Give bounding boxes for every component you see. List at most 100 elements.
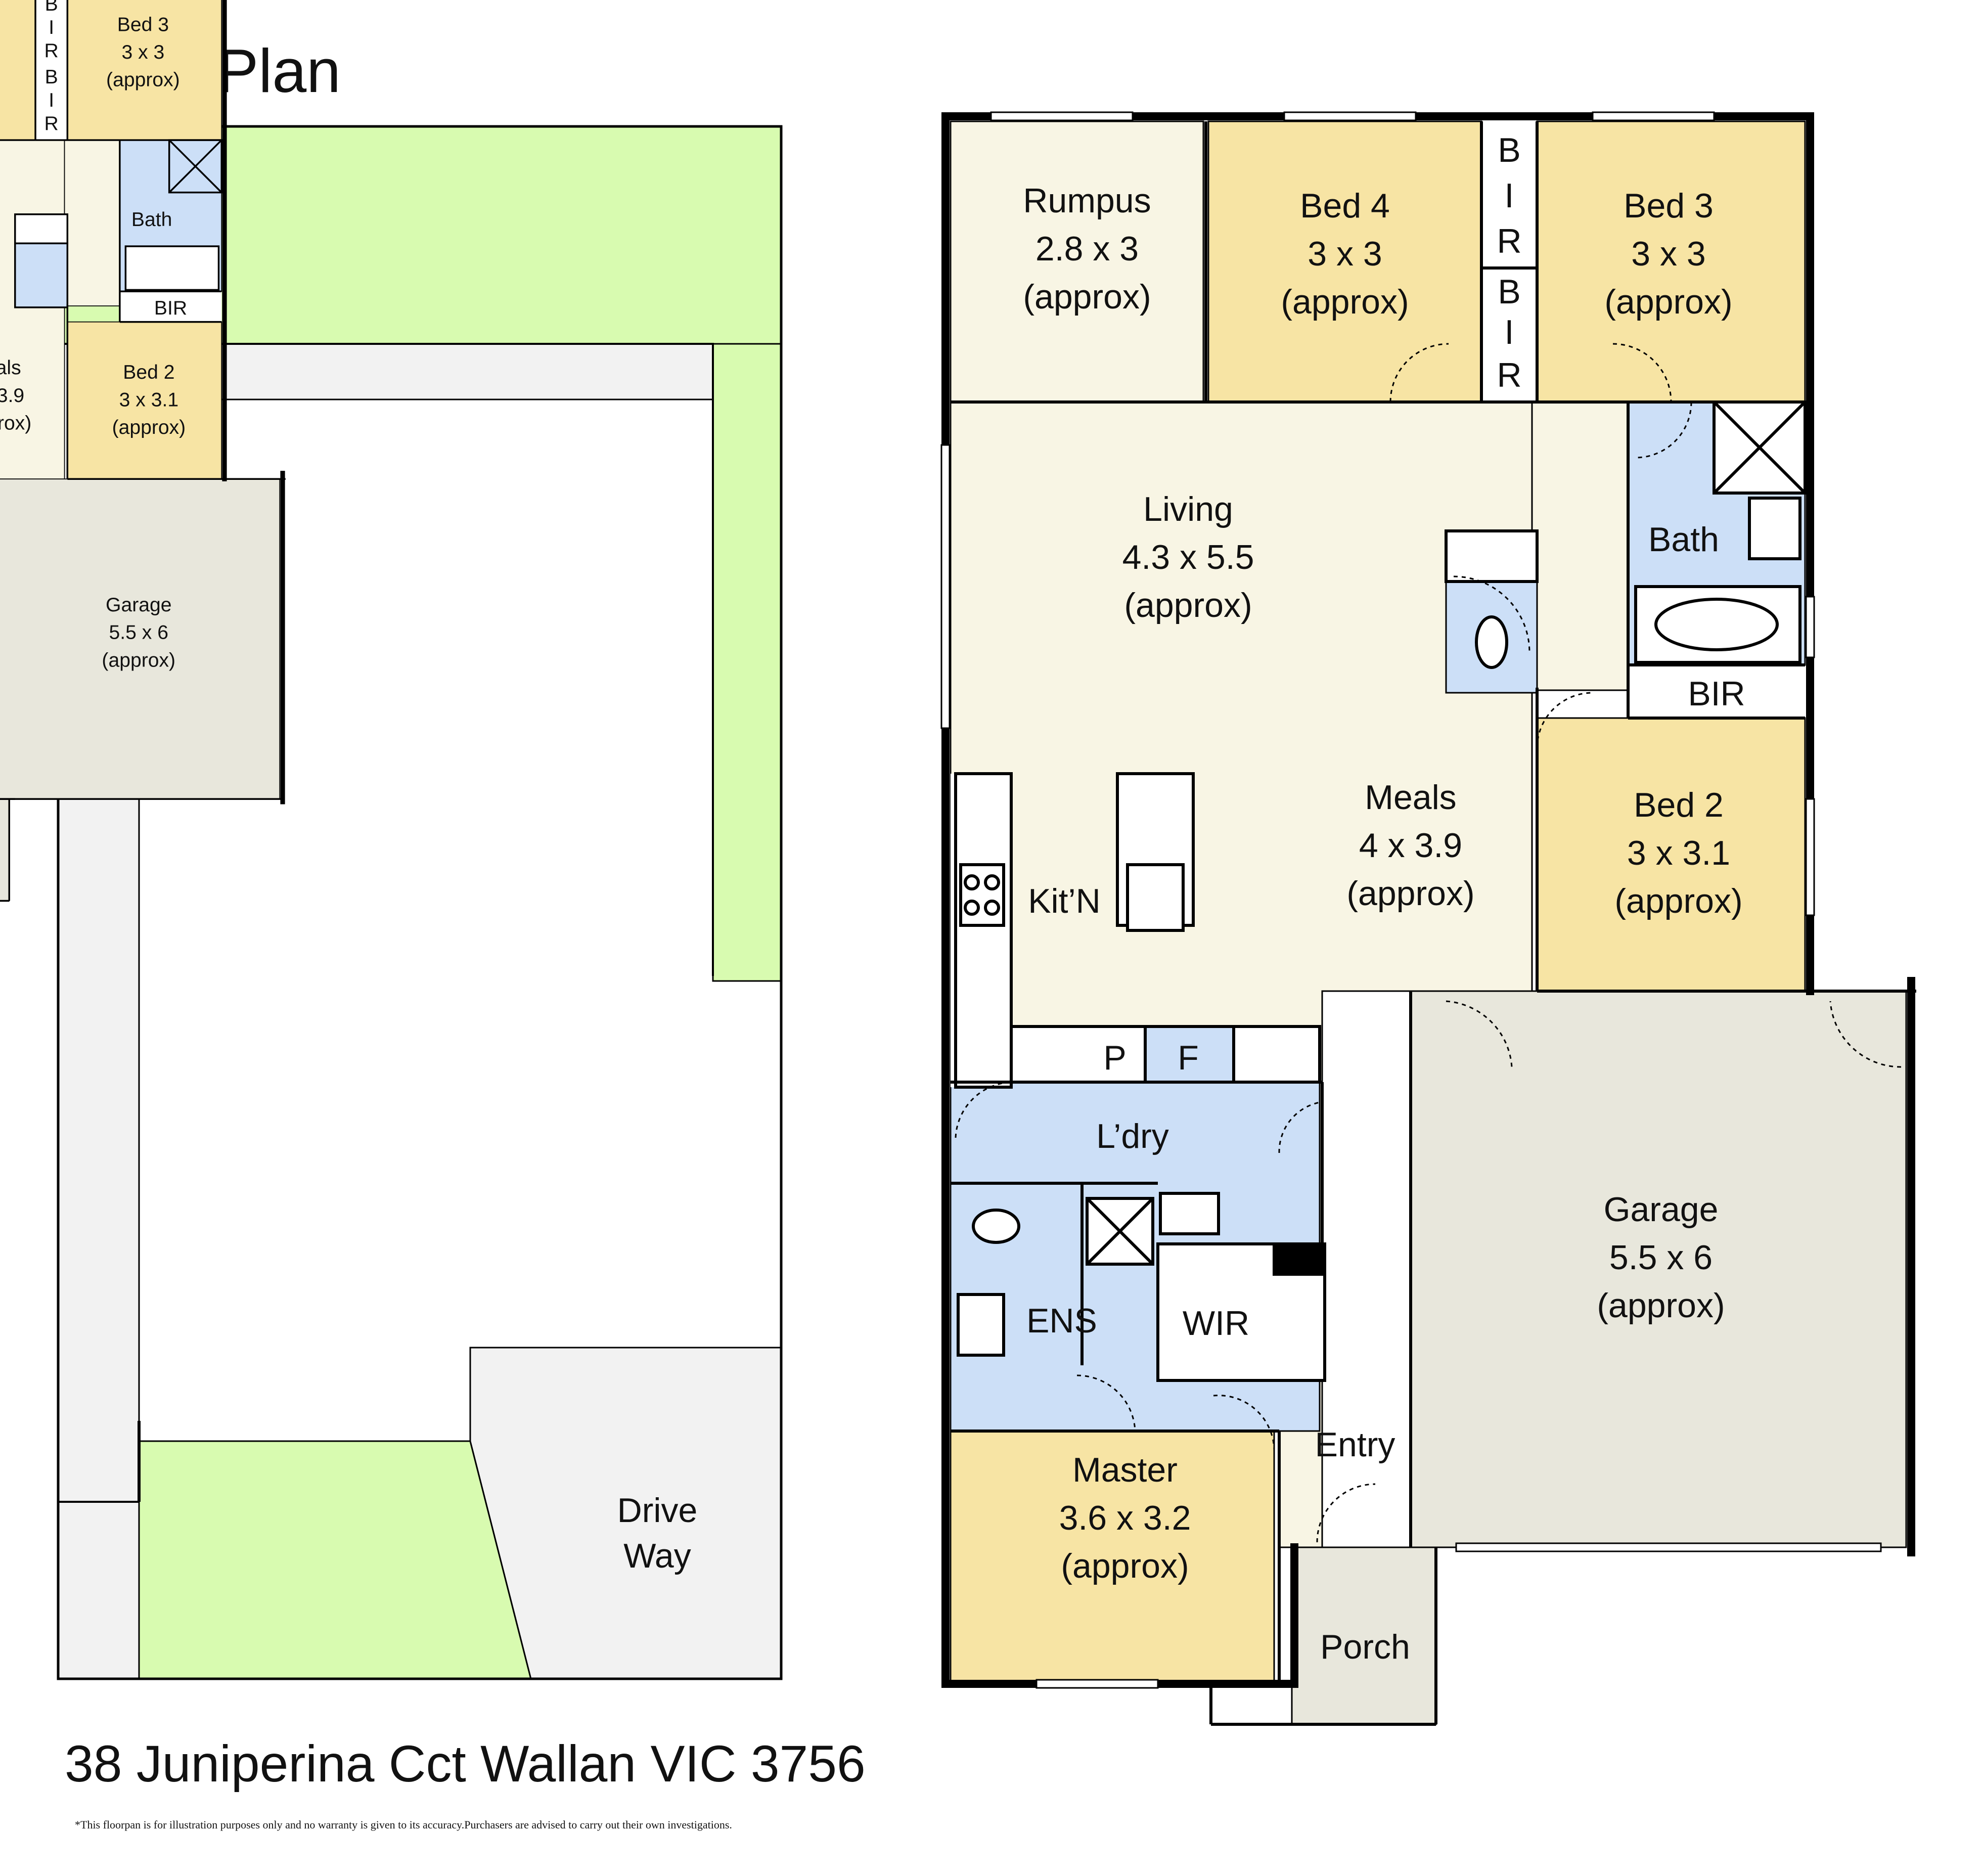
site-label-bed3: Bed 3 [117,14,169,35]
label-bed4-approx: (approx) [1281,283,1409,321]
site-boundary [57,125,783,1680]
site-label-bir2-r: R [44,113,59,135]
site-label-bir-r: R [44,40,59,62]
site-plan: Rumpus 2.8 x 3 (approx) Bed 4 3 x 3 (app… [0,0,783,1680]
room-rumpus [950,120,1204,403]
site-label-bed3-dims: 3 x 3 [121,41,164,63]
toilet-wc [1475,615,1508,669]
label-bed2: Bed 2 [1634,786,1724,824]
site-label-bir2-b: B [45,66,58,88]
site-label-meals-dims: 4 x 3.9 [0,385,24,407]
wir-shelf [1273,1242,1326,1276]
label-bed2-dims: 3 x 3.1 [1627,834,1730,872]
vanity-bath [1748,497,1801,560]
wir-cabinet [1156,1242,1326,1382]
vanity-laundry [1159,1192,1220,1235]
label-fridge: F [1178,1039,1199,1077]
label-bed3: Bed 3 [1624,187,1714,225]
label-living: Living [1143,490,1233,528]
label-master-approx: (approx) [1061,1547,1189,1585]
site-label-bath: Bath [131,209,172,231]
label-bir-r: R [1497,222,1521,260]
driveway-label-line1: Drive [617,1491,698,1530]
room-bed4 [1207,120,1482,403]
label-bir-i: I [1505,176,1514,215]
label-meals-approx: (approx) [1346,874,1474,913]
site-label-bed3-approx: (approx) [106,69,180,91]
fixtures [954,400,1807,1382]
disclaimer: *This floorpan is for illustration purpo… [75,1818,732,1831]
label-bed2-approx: (approx) [1614,882,1742,920]
label-meals-dims: 4 x 3.9 [1359,826,1462,865]
room-labels: Rumpus 2.8 x 3 (approx) Bed 4 3 x 3 (app… [1023,131,1745,1666]
floor-plan-detailed: Rumpus 2.8 x 3 (approx) Bed 4 3 x 3 (app… [940,111,1916,1726]
label-garage-approx: (approx) [1597,1286,1725,1325]
label-garage-dims: 5.5 x 6 [1609,1238,1713,1277]
back-path [138,343,714,400]
site-plan-house: Rumpus 2.8 x 3 (approx) Bed 4 3 x 3 (app… [0,0,286,902]
site-label-garage: Garage [106,594,171,616]
site-label-bed2: Bed 2 [123,362,174,383]
fridge-space [1144,1025,1235,1084]
label-bed4: Bed 4 [1300,187,1390,225]
label-ensuite: ENS [1026,1302,1097,1340]
label-living-approx: (approx) [1124,586,1252,624]
room-bed2 [1536,717,1806,995]
label-bed3-approx: (approx) [1604,283,1732,321]
kitchen-bench-outline [954,772,1013,1089]
vanity-ens [957,1293,1005,1357]
label-rumpus-dims: 2.8 x 3 [1035,230,1139,268]
door-swings [955,343,1902,1543]
site-label-meals: Meals [0,357,21,379]
room-bir [1628,665,1805,718]
label-garage: Garage [1604,1190,1719,1229]
label-living-dims: 4.3 x 5.5 [1122,538,1254,576]
lawn-right [712,343,782,982]
label-master-dims: 3.6 x 3.2 [1059,1499,1191,1537]
label-rumpus-approx: (approx) [1023,278,1151,316]
site-label-bed2-approx: (approx) [112,417,186,438]
room-porch [1291,1546,1437,1725]
toilet-ens [972,1209,1020,1244]
label-meals: Meals [1365,778,1456,817]
kitchen-bench [951,774,1011,1087]
label-porch: Porch [1320,1628,1410,1666]
label-bir2-r: R [1497,356,1521,394]
site-label-bed2-dims: 3 x 3.1 [119,389,178,411]
room-bed3 [1536,120,1806,403]
label-bath: Bath [1648,520,1719,559]
wc-cistern [1445,529,1539,583]
site-label-bir: BIR [154,297,187,319]
room-hallway [1531,401,1629,691]
site-label-bir2-i: I [49,90,54,111]
label-kitchen: Kit’N [1028,882,1101,920]
label-laundry: L’dry [1096,1117,1169,1155]
label-wir: WIR [1183,1304,1249,1343]
site-label-garage-dims: 5.5 x 6 [109,622,168,644]
label-pantry: P [1103,1039,1126,1077]
room-garage [1410,990,1907,1548]
label-entry: Entry [1315,1425,1395,1464]
kitchen-sink [1126,863,1185,932]
property-address: 38 Juniperina Cct Wallan VIC 3756 [65,1735,866,1793]
label-bed3-dims: 3 x 3 [1631,235,1705,273]
fence-line [58,343,714,976]
room-master [950,1430,1275,1682]
site-label-garage-approx: (approx) [102,649,175,671]
driveway-label-line2: Way [623,1537,691,1575]
room-bir-strip [1481,121,1537,402]
site-label-bir-b: B [45,0,58,15]
site-label-meals-approx: (approx) [0,412,31,434]
label-master: Master [1072,1451,1178,1489]
label-rumpus: Rumpus [1023,182,1151,220]
cooktop [959,863,1005,927]
label-bir2-b: B [1498,273,1520,311]
site-label-bir-i: I [49,17,54,38]
windows [940,111,1882,1689]
label-bed4-dims: 3 x 3 [1308,235,1382,273]
label-bir-b: B [1498,131,1520,169]
label-bir2-i: I [1505,313,1514,351]
bath-basin [1654,598,1779,651]
label-bir: BIR [1688,675,1745,713]
